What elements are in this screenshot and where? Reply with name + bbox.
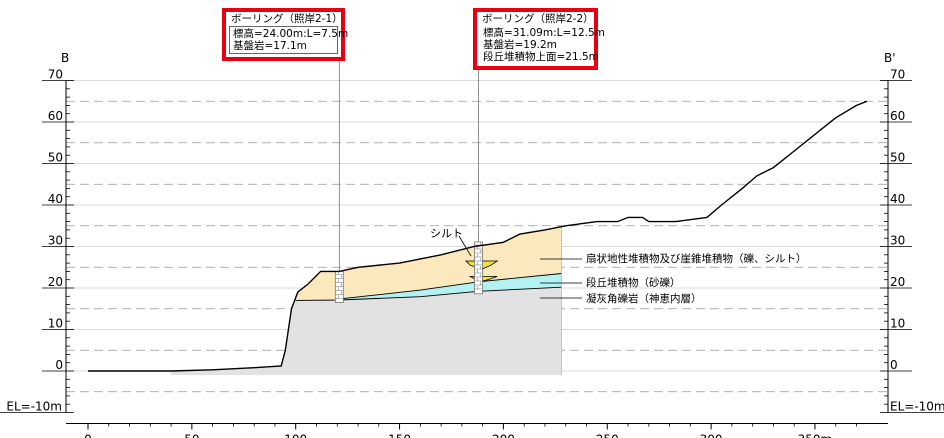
elevation-label-left: 10 (48, 317, 63, 331)
ground-surface-line (88, 100, 868, 372)
distance-label: 300 (700, 433, 723, 438)
elevation-label-right: EL=-10m (890, 400, 944, 414)
distance-label: 100 (284, 433, 307, 438)
layer-boundaries (295, 226, 562, 376)
elevation-label-left: 60 (48, 109, 63, 123)
label-fan-deposit: 扇状地性堆積物及び崖錐堆積物（礫、シルト） (586, 252, 807, 265)
borehole-column (474, 241, 483, 295)
elevation-label-right: 50 (890, 151, 905, 165)
elevation-label-left: 20 (48, 275, 63, 289)
elevation-label-right: 0 (890, 358, 898, 372)
silt-label: シルト (430, 227, 463, 240)
distance-label: 350m (798, 433, 833, 438)
borehole-callout-1: ボーリング（照岸2-1） 標高=24.00m:L=7.5m 基盤岩=17.1m (222, 8, 349, 61)
elevation-label-right: 40 (890, 192, 905, 206)
elevation-label-left: 40 (48, 192, 63, 206)
fan-deposit-layer (291, 226, 562, 309)
borehole-1-title: ボーリング（照岸2-1） (231, 13, 343, 25)
label-bedrock: 凝灰角礫岩（神恵内層） (586, 292, 702, 305)
distance-label: 200 (492, 433, 515, 438)
borehole-2-title: ボーリング（照岸2-2） (482, 13, 594, 25)
borehole-2-terrace-top: 段丘堆積物上面=21.5m (483, 51, 599, 63)
elevation-label-left: 0 (55, 358, 63, 372)
section-label-right: B' (884, 51, 896, 65)
distance-label: 0 (84, 433, 92, 438)
elevation-label-right: 20 (890, 275, 905, 289)
bedrock-boundary (295, 286, 562, 301)
bedrock-layer (171, 287, 562, 376)
distance-label: 150 (388, 433, 411, 438)
elevation-label-right: 30 (890, 234, 905, 248)
elevation-label-right: 70 (890, 68, 905, 82)
label-terrace-deposit: 段丘堆積物（砂礫） (586, 276, 681, 289)
distance-label: 250 (596, 433, 619, 438)
elevation-label-left: 30 (48, 234, 63, 248)
annotation-labels: B B' シルト 扇状地性堆積物及び崖錐堆積物（礫、シルト） 段丘堆積物（砂礫）… (61, 51, 896, 305)
elevation-label-left: 50 (48, 151, 63, 165)
borehole-callout-2: ボーリング（照岸2-2） 標高=31.09m:L=12.5m 基盤岩=19.2m… (473, 8, 605, 70)
elevation-label-left: 70 (48, 68, 63, 82)
borehole-2-bedrock: 基盤岩=19.2m (483, 39, 557, 51)
section-label-left: B (61, 51, 69, 65)
terrace-boundary (337, 273, 562, 300)
borehole-columns (334, 61, 483, 303)
borehole-2-details: 標高=31.09m:L=12.5m 基盤岩=19.2m 段丘堆積物上面=21.5… (480, 26, 605, 64)
geologic-layers (171, 226, 562, 376)
elevation-label-right: 60 (890, 109, 905, 123)
distance-label: 50 (184, 433, 199, 438)
borehole-1-bedrock: 基盤岩=17.1m (233, 40, 307, 52)
elevation-label-right: 10 (890, 317, 905, 331)
borehole-1-details: 標高=24.00m:L=7.5m 基盤岩=17.1m (229, 26, 349, 54)
borehole-column (334, 270, 344, 303)
borehole-1-elevation: 標高=24.00m:L=7.5m (233, 28, 349, 40)
silt-leader (458, 235, 472, 257)
borehole-2-elevation: 標高=31.09m:L=12.5m (483, 27, 605, 39)
elevation-label-left: EL=-10m (6, 400, 62, 414)
